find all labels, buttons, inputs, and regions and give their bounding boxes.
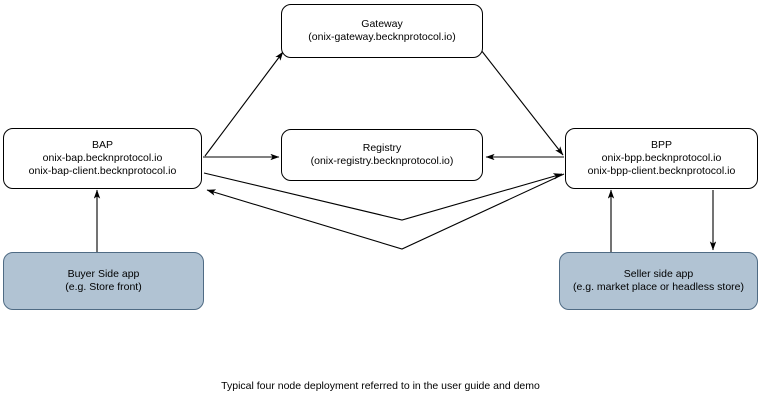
node-gateway-subtitle: (onix-gateway.becknprotocol.io): [308, 31, 456, 43]
node-bap[interactable]: BAP onix-bap.becknprotocol.io onix-bap-c…: [3, 128, 202, 189]
node-buyer-subtitle: (e.g. Store front): [65, 281, 142, 293]
node-bpp-subtitle: onix-bpp.becknprotocol.io: [601, 151, 722, 164]
node-bpp-title: BPP: [650, 138, 672, 151]
node-buyer-side-app[interactable]: Buyer Side app (e.g. Store front): [3, 252, 204, 310]
node-bap-title: BAP: [91, 138, 113, 151]
node-gateway[interactable]: Gateway (onix-gateway.becknprotocol.io): [281, 4, 483, 58]
node-seller-title: Seller side app: [623, 267, 694, 280]
edge-bpp-to-bap: [206, 173, 565, 250]
node-gateway-title: Gateway: [361, 17, 403, 30]
node-bpp[interactable]: BPP onix-bpp.becknprotocol.io onix-bpp-c…: [565, 128, 758, 189]
node-buyer-title: Buyer Side app: [67, 267, 140, 280]
node-registry[interactable]: Registry (onix-registry.becknprotocol.io…: [281, 129, 483, 181]
node-seller-side-app[interactable]: Seller side app (e.g. market place or he…: [559, 252, 758, 310]
edge-bap-to-gateway: [204, 51, 284, 157]
node-bap-subtitle-client: onix-bap-client.becknprotocol.io: [28, 165, 177, 177]
node-bpp-subtitle-client: onix-bpp-client.becknprotocol.io: [587, 165, 736, 177]
node-registry-subtitle: (onix-registry.becknprotocol.io): [310, 155, 454, 167]
node-bap-subtitle: onix-bap.becknprotocol.io: [42, 151, 163, 164]
node-registry-title: Registry: [362, 141, 402, 154]
diagram-caption: Typical four node deployment referred to…: [221, 380, 540, 392]
node-seller-subtitle: (e.g. market place or headless store): [573, 281, 744, 293]
edge-gateway-to-bpp: [480, 49, 564, 156]
